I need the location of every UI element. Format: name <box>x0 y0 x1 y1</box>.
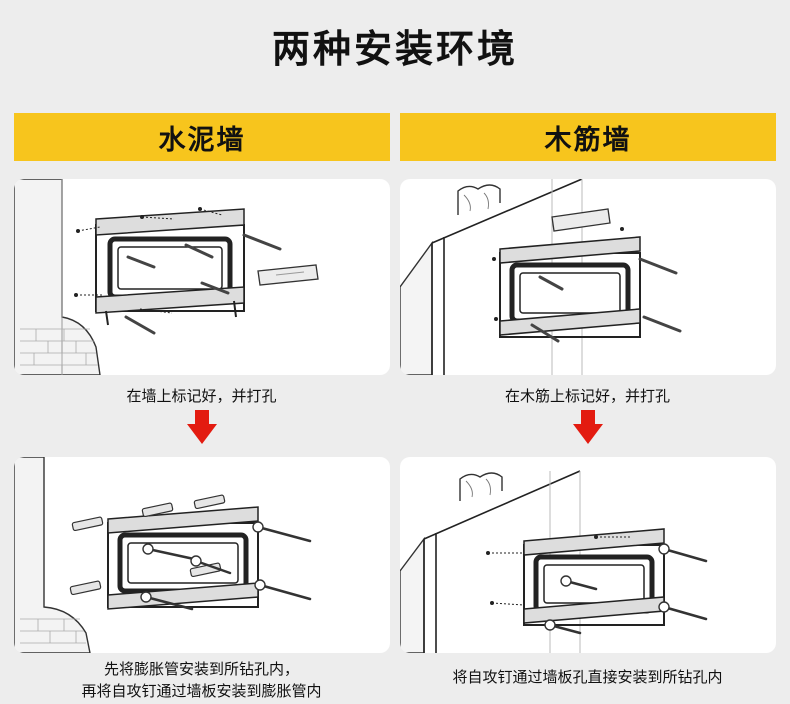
wall-mount-bracket-icon <box>523 528 665 626</box>
screw-icon <box>548 547 708 635</box>
wood-step1-caption: 在木筋上标记好，并打孔 <box>504 387 670 405</box>
concrete-step2-caption: 先将膨胀管安装到所钻孔内， 再将自攻钉通过墙板安装到膨胀管内 <box>14 658 389 702</box>
concrete-step1-caption: 在墙上标记好，并打孔 <box>126 387 277 405</box>
down-arrow-icon <box>573 410 603 444</box>
level-tool-icon <box>551 208 611 232</box>
screw-icon <box>144 525 312 611</box>
wall-mount-bracket-icon <box>107 506 259 610</box>
wood-stud-mark-drill-illustration <box>400 179 776 375</box>
concrete-step2-line1: 先将膨胀管安装到所钻孔内， <box>103 660 299 678</box>
header-concrete-wall: 水泥墙 <box>14 113 390 161</box>
page-title: 两种安装环境 <box>271 27 518 71</box>
wood-stud-screw-illustration <box>400 457 776 653</box>
wood-step2-caption: 将自攻钉通过墙板孔直接安装到所钻孔内 <box>452 668 723 686</box>
wall-mount-bracket-icon <box>499 236 641 338</box>
concrete-anchor-screw-illustration <box>14 457 390 653</box>
down-arrow-icon <box>187 410 217 444</box>
level-tool-icon <box>257 264 319 286</box>
concrete-mark-drill-illustration <box>14 179 390 375</box>
header-wood-stud-wall: 木筋墙 <box>400 113 776 161</box>
concrete-step2-line2: 再将自攻钉通过墙板安装到膨胀管内 <box>81 682 322 700</box>
wall-mount-bracket-icon <box>95 208 245 326</box>
